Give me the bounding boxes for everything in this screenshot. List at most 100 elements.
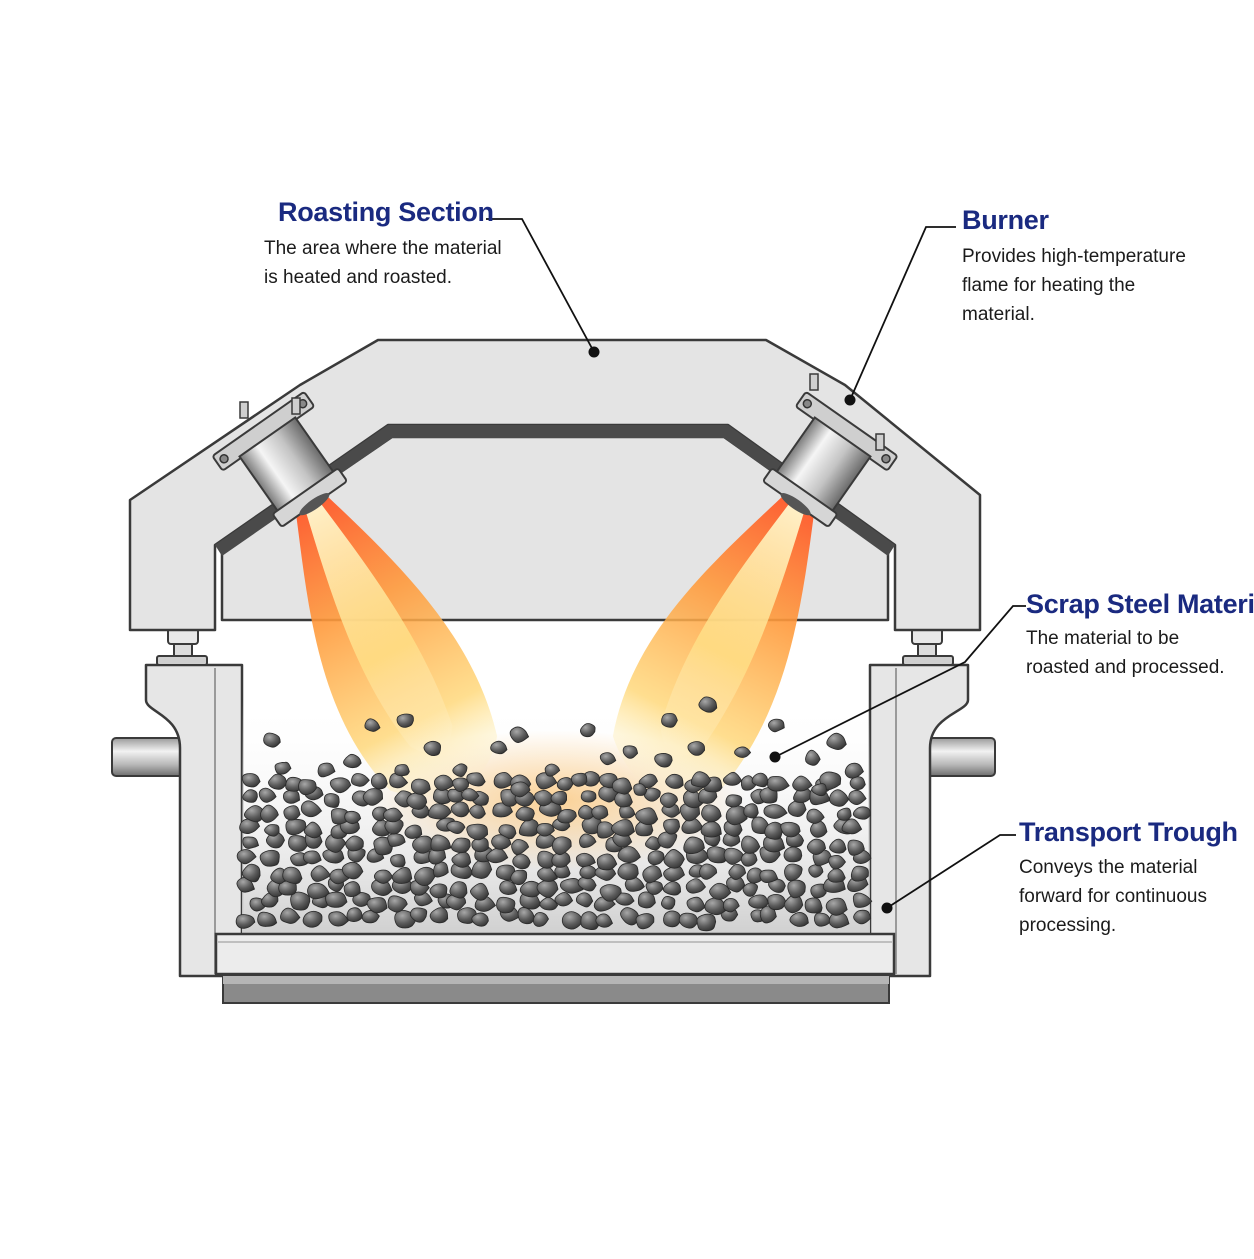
scrap-pellet (345, 835, 364, 852)
scrap-pellet (622, 745, 639, 759)
scrap-pellet (661, 712, 678, 728)
scrap-pellet (659, 792, 679, 809)
scrap-pellet (725, 805, 748, 826)
scrap-pellet (624, 875, 645, 892)
scrap-pellet (537, 850, 557, 869)
scrap-pellet (450, 801, 470, 818)
scrap-pellet (499, 880, 518, 895)
scrap-pellet (767, 893, 787, 911)
scrap-pellet (768, 718, 785, 733)
scrap-pellet (663, 910, 682, 928)
scrap-pellet (611, 819, 635, 837)
scrap-pellet (852, 892, 873, 908)
scrap-pellet (764, 821, 783, 840)
scrap-pellet (515, 806, 535, 822)
right-burner (762, 391, 898, 527)
scrap-pellet (433, 861, 449, 878)
scrap-pellet (783, 846, 803, 863)
scrap-pellet (242, 789, 258, 803)
scrap-pellet (259, 804, 279, 823)
scrap-pellet (678, 912, 699, 929)
scrap-pellet (323, 793, 340, 808)
scrap-pellet (372, 806, 388, 822)
scrap-pellet (282, 866, 303, 885)
scrap-pellet (579, 833, 597, 848)
scrap-pellet (850, 865, 869, 882)
leader-dots (588, 346, 893, 914)
leader-scrap-steel (774, 605, 1026, 758)
scrap-pellet (412, 835, 436, 854)
scrap-pellet (635, 913, 655, 930)
scrap-steel-description: The material to be roasted and processed… (1026, 624, 1254, 682)
right-axle (924, 737, 996, 777)
scrap-pellet (841, 818, 863, 835)
scrap-pellet (848, 789, 867, 806)
scrap-pellet (580, 790, 597, 803)
scrap-pellet (490, 740, 508, 755)
scrap-pellet (300, 800, 323, 818)
scrap-pellet (663, 818, 681, 835)
callout-roasting-section: Roasting Section The area where the mate… (264, 196, 502, 292)
scrap-pellet (452, 763, 468, 777)
scrap-pellet (414, 866, 436, 887)
scrap-pellet (580, 911, 600, 931)
scrap-pellet (410, 778, 431, 795)
scrap-pellet (446, 820, 466, 835)
scrap-steel-line: The material to be (1026, 628, 1180, 649)
scrap-pellet (687, 741, 706, 756)
scrap-pellet (709, 882, 732, 900)
scrap-pellet (768, 878, 786, 893)
callout-burner: Burner Provides high-temperature flame f… (962, 204, 1186, 329)
roasting-section-description: The area where the material is heated an… (264, 234, 502, 292)
scrap-pellet (341, 861, 364, 880)
scrap-pellet (595, 913, 613, 928)
roasting-section-line: is heated and roasted. (264, 267, 453, 288)
scrap-pellet (285, 818, 307, 836)
scrap-pellet (391, 866, 413, 884)
scrap-pellet (302, 910, 323, 928)
scrap-pellet (362, 788, 384, 806)
scrap-pellet (404, 824, 423, 839)
scrap-pellet (274, 761, 292, 775)
scrap-pellet (699, 863, 718, 880)
scrap-pellet (554, 892, 574, 907)
scrap-pellet (343, 881, 361, 898)
scrap-pellet (643, 787, 661, 802)
scrap-pellet (413, 892, 433, 907)
burner-description: Provides high-temperature flame for heat… (962, 242, 1186, 329)
scrap-pellet (654, 753, 673, 768)
scrap-pellet (804, 897, 823, 914)
left-axle (111, 737, 185, 777)
scrap-pellet (236, 849, 257, 865)
scrap-pellet (496, 896, 516, 914)
transport-trough-line: forward for continuous (1019, 886, 1207, 907)
scrap-pellet (805, 749, 821, 766)
scrap-pellet (518, 818, 539, 837)
scrap-pellet (810, 883, 827, 899)
scrap-pellet (539, 897, 559, 911)
scrap-pellet (617, 863, 639, 881)
scrap-pellet (343, 753, 362, 769)
scrap-pellet (396, 713, 414, 728)
roasting-section-line: The area where the material (264, 238, 502, 259)
transport-trough-line: Conveys the material (1019, 857, 1198, 878)
scrap-pellet (825, 897, 848, 916)
scrap-pellet (853, 909, 872, 925)
scrap-steel-material (235, 696, 873, 932)
scrap-pellet (551, 836, 572, 856)
scrap-pellet (635, 807, 659, 826)
scrap-pellet (559, 878, 584, 894)
scrap-pellet (792, 775, 813, 792)
scrap-pellet (373, 869, 394, 884)
scrap-pellet (534, 789, 555, 807)
scrap-pellet (303, 821, 323, 839)
scrap-steel-title: Scrap Steel Material (1026, 589, 1254, 619)
scrap-pellet (642, 865, 663, 884)
scrap-pellet (429, 907, 449, 924)
scrap-pellet (644, 836, 661, 851)
scrap-pellet (259, 849, 280, 867)
scrap-pellet (373, 836, 394, 856)
scrap-pellet (599, 884, 622, 902)
scrap-pellet (283, 789, 301, 804)
